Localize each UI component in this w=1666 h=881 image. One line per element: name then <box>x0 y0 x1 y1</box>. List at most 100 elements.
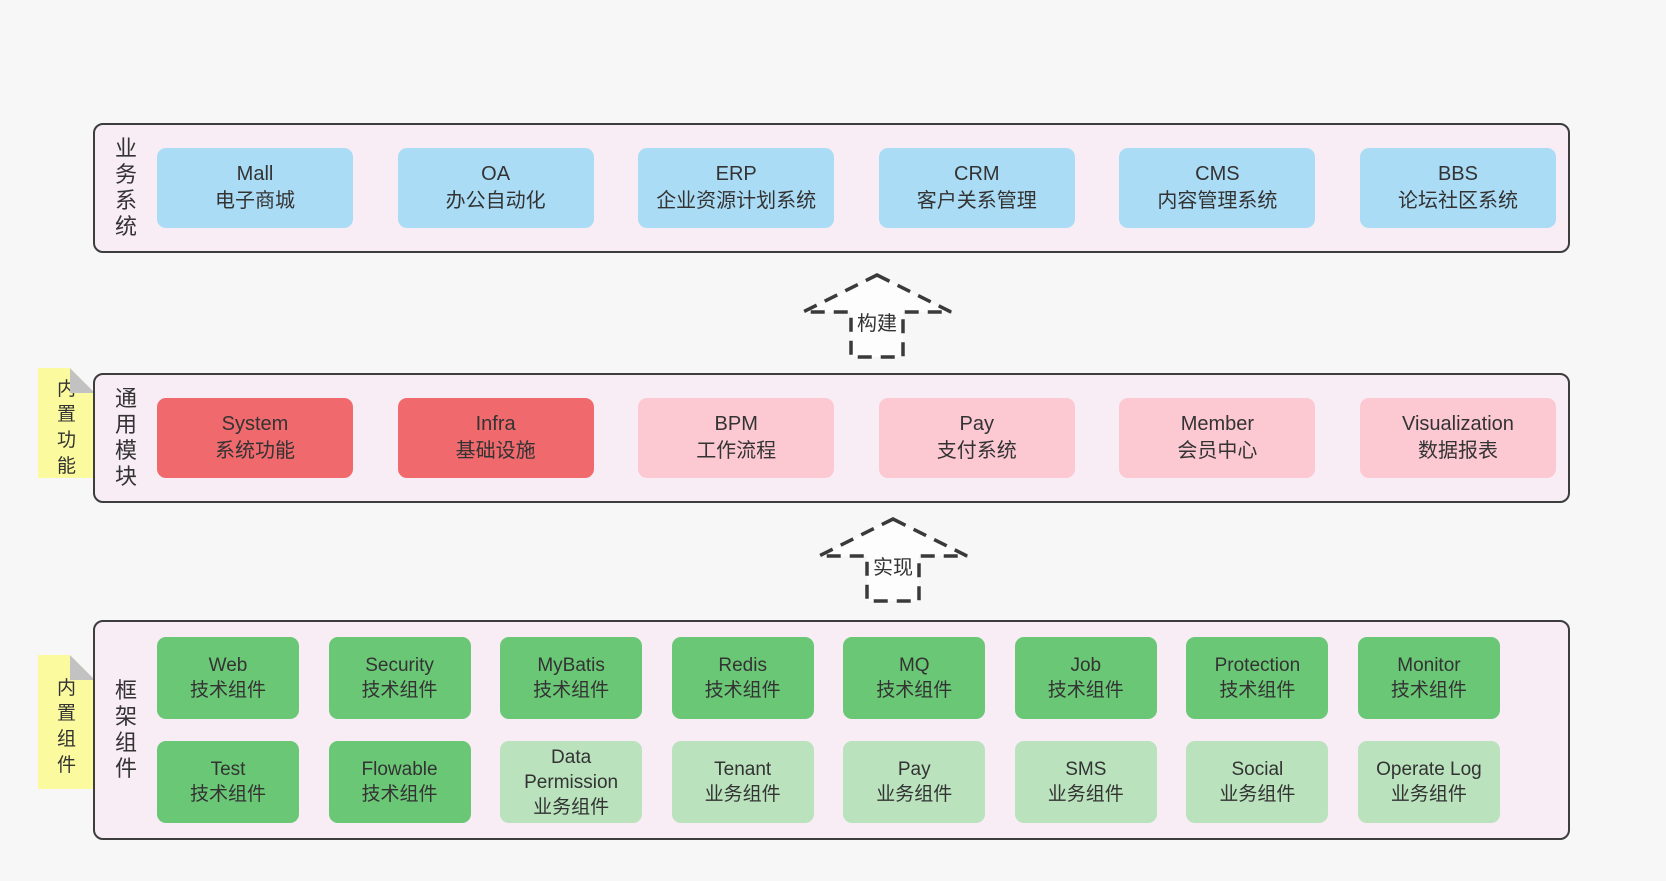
box-web: Web 技术组件 <box>157 637 299 719</box>
box-title: SMS <box>1065 759 1107 780</box>
implement-arrow-icon: 实现 <box>818 517 968 603</box>
box-subtitle: 业务组件 <box>533 796 610 818</box>
box-subtitle: 业务组件 <box>704 784 781 805</box>
box-title: System <box>221 413 289 435</box>
business-band-label: 业务系统 <box>114 136 137 239</box>
box-title: MQ <box>898 655 930 676</box>
box-title: Flowable <box>361 759 438 780</box>
box-subtitle: 技术组件 <box>1047 680 1124 701</box>
build-arrow-label: 构建 <box>857 312 897 335</box>
box-title: ERP <box>715 163 757 185</box>
box-title: Job <box>1070 655 1102 676</box>
box-sms: SMS 业务组件 <box>1014 741 1157 823</box>
build-arrow-icon: 构建 <box>802 273 952 359</box>
box-tenant: Tenant 业务组件 <box>671 741 814 823</box>
modules-boxes-row: System 系统功能 Infra 基础设施 BPM 工作流程 Pay 支付系统… <box>157 398 1556 478</box>
box-protection: Protection 技术组件 <box>1186 637 1329 719</box>
box-subtitle: 基础设施 <box>455 440 536 462</box>
box-title: Monitor <box>1397 655 1461 676</box>
box-title: Protection <box>1214 655 1301 676</box>
box-title: Mall <box>236 163 274 185</box>
builtin-features-note: 内置功能 <box>38 368 95 478</box>
box-visualization: Visualization 数据报表 <box>1359 398 1556 478</box>
box-subtitle: 技术组件 <box>1390 680 1467 701</box>
box-title: Pay <box>959 413 995 435</box>
box-title: Security <box>365 655 434 676</box>
box-subtitle: 技术组件 <box>361 680 438 701</box>
box-title: MyBatis <box>537 655 605 676</box>
box-title: Social <box>1231 759 1284 780</box>
box-subtitle: 客户关系管理 <box>916 190 1037 212</box>
box-security: Security 技术组件 <box>328 637 471 719</box>
business-boxes-row: Mall 电子商城 OA 办公自动化 ERP 企业资源计划系统 CRM 客户关系… <box>157 148 1556 228</box>
note-fold-corner-icon <box>70 368 95 393</box>
common-modules-band: 通用模块 System 系统功能 Infra 基础设施 BPM 工作流程 Pay… <box>93 373 1570 503</box>
box-title: Member <box>1180 413 1255 435</box>
box-subtitle: 电子商城 <box>215 190 295 212</box>
box-title: CRM <box>954 163 1000 185</box>
box-title: OA <box>481 163 511 185</box>
box-social: Social 业务组件 <box>1186 741 1329 823</box>
builtin-components-note-label: 内置组件 <box>56 677 76 776</box>
box-subtitle: 内容管理系统 <box>1157 190 1278 212</box>
box-subtitle: 技术组件 <box>876 680 953 701</box>
box-mybatis: MyBatis 技术组件 <box>500 637 643 719</box>
box-subtitle: 业务组件 <box>1390 784 1467 805</box>
box-title: Data Permission <box>524 746 619 793</box>
box-title: BPM <box>714 413 758 435</box>
box-subtitle: 工作流程 <box>696 440 777 462</box>
box-subtitle: 业务组件 <box>876 784 953 805</box>
box-job: Job 技术组件 <box>1014 637 1157 719</box>
framework-band-label: 框架组件 <box>114 678 137 781</box>
box-title: Tenant <box>714 759 772 780</box>
box-subtitle: 会员中心 <box>1177 440 1258 462</box>
box-subtitle: 技术组件 <box>361 784 438 805</box>
box-subtitle: 技术组件 <box>189 784 266 805</box>
box-subtitle: 业务组件 <box>1047 784 1124 805</box>
modules-band-label: 通用模块 <box>114 386 137 489</box>
box-subtitle: 技术组件 <box>189 680 266 701</box>
business-systems-band: 业务系统 Mall 电子商城 OA 办公自动化 ERP 企业资源计划系统 CRM… <box>93 123 1570 253</box>
box-subtitle: 支付系统 <box>936 440 1017 462</box>
box-subtitle: 技术组件 <box>1219 680 1296 701</box>
box-subtitle: 论坛社区系统 <box>1397 190 1518 212</box>
box-crm: CRM 客户关系管理 <box>878 148 1075 228</box>
framework-components-band: 框架组件 Web 技术组件 Security 技术组件 MyBatis 技术组件… <box>93 620 1570 840</box>
box-bbs: BBS 论坛社区系统 <box>1359 148 1556 228</box>
box-subtitle: 业务组件 <box>1219 784 1296 805</box>
box-subtitle: 系统功能 <box>215 440 295 462</box>
box-test: Test 技术组件 <box>157 741 299 823</box>
box-title: BBS <box>1437 163 1478 185</box>
box-redis: Redis 技术组件 <box>671 637 814 719</box>
box-data-permission: Data Permission 业务组件 <box>500 741 643 823</box>
box-operate-log: Operate Log 业务组件 <box>1357 741 1500 823</box>
builtin-features-note-label: 内置功能 <box>56 378 76 477</box>
box-pay-system: Pay 支付系统 <box>878 398 1075 478</box>
box-title: Test <box>210 759 246 780</box>
box-mq: MQ 技术组件 <box>843 637 986 719</box>
framework-row-2: Test 技术组件 Flowable 技术组件 Data Permission … <box>157 741 1500 823</box>
box-member: Member 会员中心 <box>1119 398 1316 478</box>
box-system: System 系统功能 <box>157 398 353 478</box>
box-cms: CMS 内容管理系统 <box>1119 148 1316 228</box>
box-title: Web <box>208 655 248 676</box>
box-title: CMS <box>1195 163 1240 185</box>
box-title: Pay <box>897 759 931 780</box>
builtin-components-note: 内置组件 <box>38 655 95 789</box>
framework-boxes-grid: Web 技术组件 Security 技术组件 MyBatis 技术组件 Redi… <box>157 637 1556 823</box>
box-bpm: BPM 工作流程 <box>638 398 835 478</box>
box-title: Infra <box>475 413 516 435</box>
box-title: Visualization <box>1402 413 1514 435</box>
box-subtitle: 技术组件 <box>533 680 610 701</box>
box-erp: ERP 企业资源计划系统 <box>638 148 835 228</box>
note-fold-corner-icon <box>70 655 95 680</box>
box-subtitle: 办公自动化 <box>445 190 546 212</box>
box-subtitle: 企业资源计划系统 <box>656 190 817 212</box>
box-subtitle: 数据报表 <box>1417 440 1498 462</box>
framework-row-1: Web 技术组件 Security 技术组件 MyBatis 技术组件 Redi… <box>157 637 1500 719</box>
box-title: Redis <box>718 655 767 676</box>
box-title: Operate Log <box>1376 759 1482 780</box>
box-pay-component: Pay 业务组件 <box>843 741 986 823</box>
box-infra: Infra 基础设施 <box>397 398 594 478</box>
box-mall: Mall 电子商城 <box>157 148 353 228</box>
